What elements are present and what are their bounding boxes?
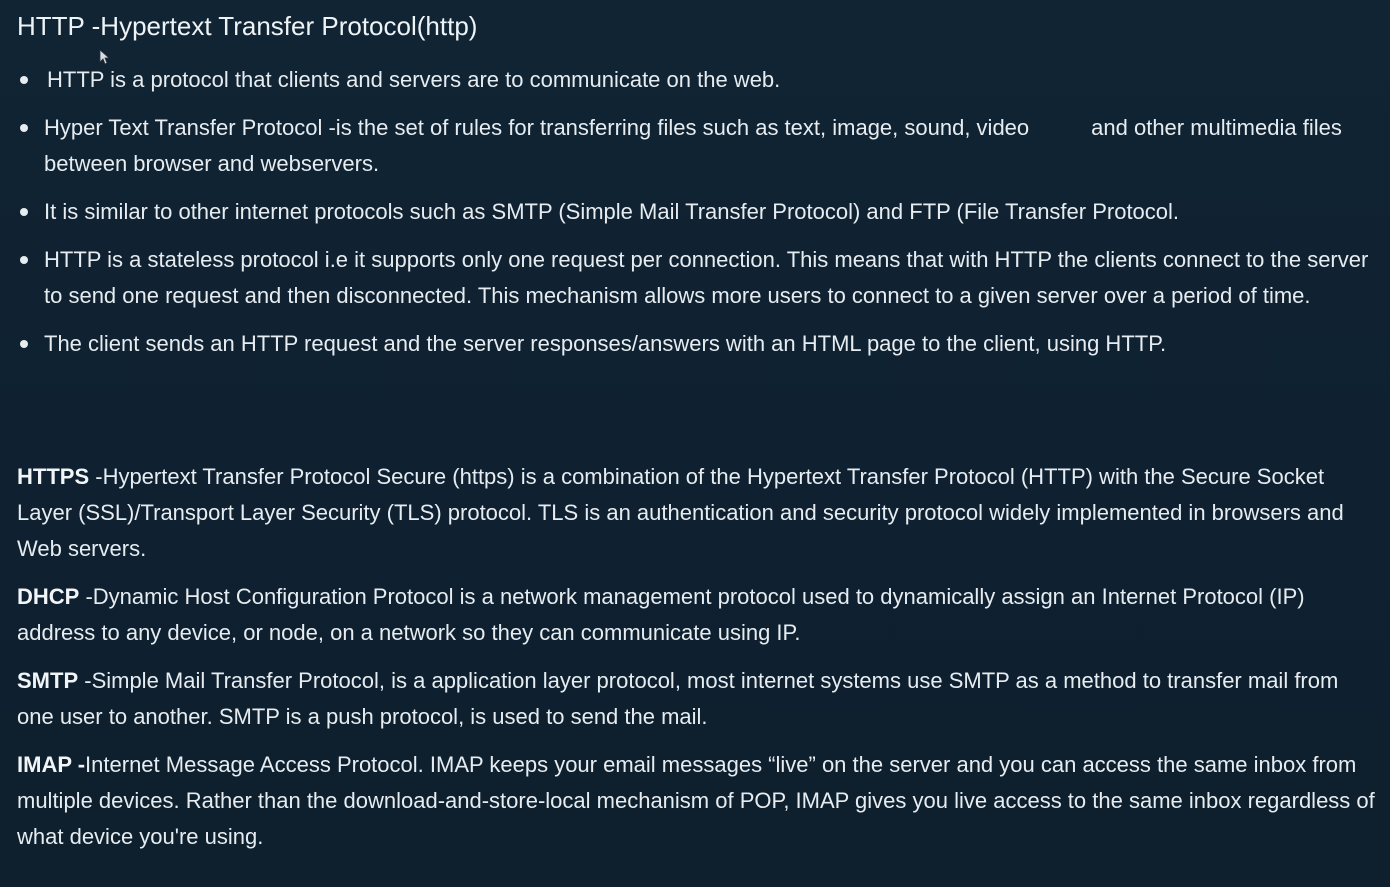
bullet-icon xyxy=(20,340,28,348)
definition-text: -Dynamic Host Configuration Protocol is … xyxy=(17,584,1305,645)
bullet-text: HTTP is a stateless protocol i.e it supp… xyxy=(44,247,1369,308)
definition-term: IMAP - xyxy=(17,752,86,777)
definition-term: SMTP xyxy=(17,668,79,693)
bullet-icon xyxy=(20,76,28,84)
definition-term: DHCP xyxy=(17,584,80,609)
bullet-text: HTTP is a protocol that clients and serv… xyxy=(47,67,781,92)
definitions: HTTPS -Hypertext Transfer Protocol Secur… xyxy=(17,459,1377,867)
definition-text: Internet Message Access Protocol. IMAP k… xyxy=(17,752,1375,849)
bullet-icon xyxy=(20,124,28,132)
mouse-pointer-icon xyxy=(99,49,109,65)
bullet-text: The client sends an HTTP request and the… xyxy=(44,331,1167,356)
list-item: HTTP is a protocol that clients and serv… xyxy=(17,62,1382,98)
definition-smtp: SMTP -Simple Mail Transfer Protocol, is … xyxy=(17,663,1377,735)
list-item: It is similar to other internet protocol… xyxy=(17,194,1382,230)
definition-imap: IMAP -Internet Message Access Protocol. … xyxy=(17,747,1377,855)
bullet-text: It is similar to other internet protocol… xyxy=(44,199,1180,224)
bullet-text-continued: and other multimedia files between brows… xyxy=(44,115,1342,176)
list-item: The client sends an HTTP request and the… xyxy=(17,326,1382,362)
list-item: HTTP is a stateless protocol i.e it supp… xyxy=(17,242,1382,314)
definition-dhcp: DHCP -Dynamic Host Configuration Protoco… xyxy=(17,579,1377,651)
bullet-icon xyxy=(20,256,28,264)
definition-text: -Simple Mail Transfer Protocol, is a app… xyxy=(17,668,1339,729)
list-item: Hyper Text Transfer Protocol -is the set… xyxy=(17,110,1382,182)
bullet-icon xyxy=(20,208,28,216)
bullet-list: HTTP is a protocol that clients and serv… xyxy=(17,62,1382,374)
slide-title: HTTP -Hypertext Transfer Protocol(http) xyxy=(17,11,478,41)
bullet-text: Hyper Text Transfer Protocol -is the set… xyxy=(44,115,1030,140)
definition-https: HTTPS -Hypertext Transfer Protocol Secur… xyxy=(17,459,1377,567)
definition-text: -Hypertext Transfer Protocol Secure (htt… xyxy=(17,464,1344,561)
definition-term: HTTPS xyxy=(17,464,90,489)
